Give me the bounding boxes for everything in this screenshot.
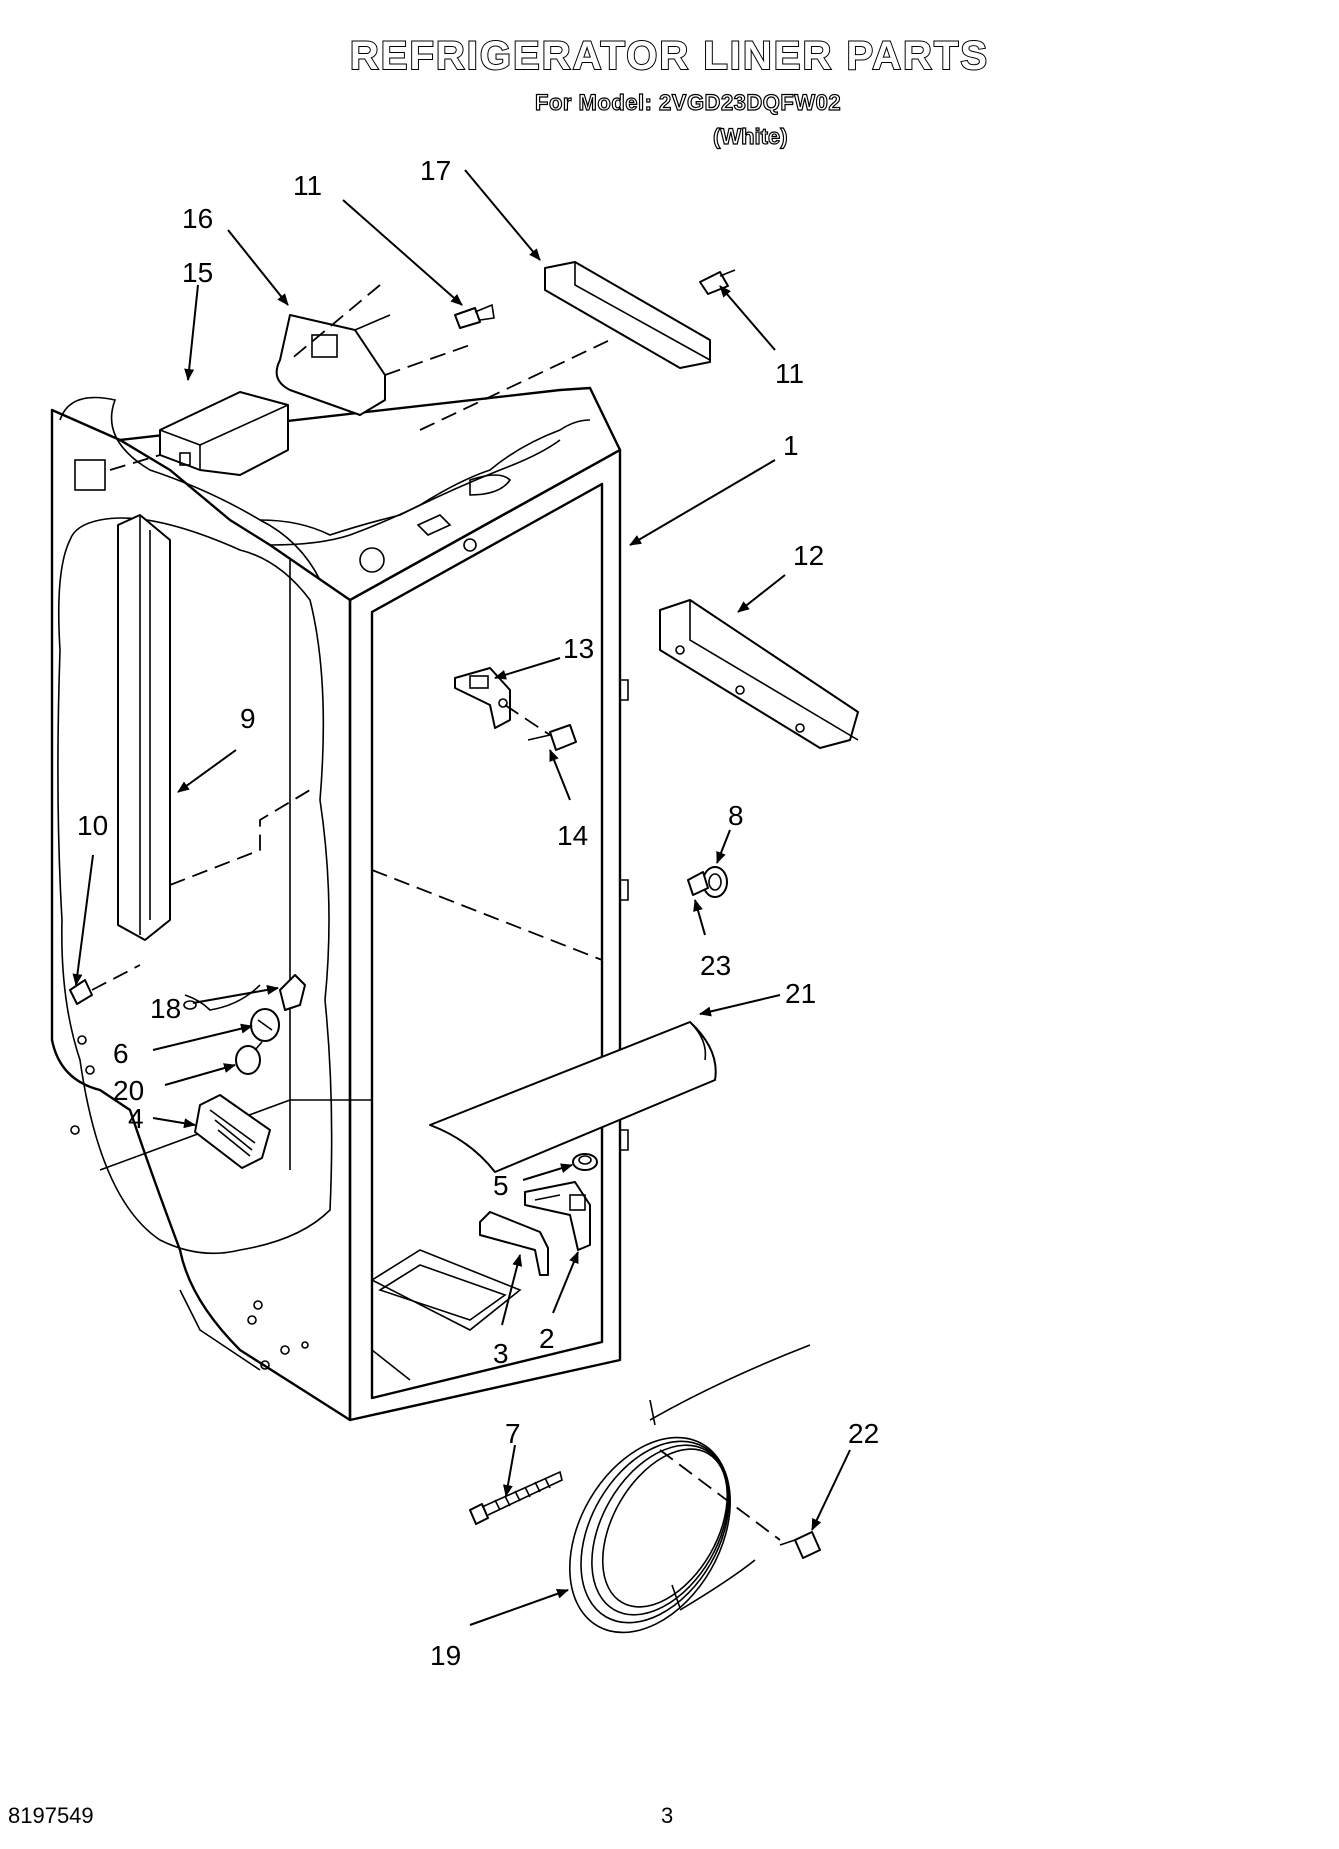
callout-8: 8	[728, 800, 744, 831]
callout-4: 4	[128, 1103, 144, 1134]
part-4-vent	[194, 1094, 271, 1169]
callout-21: 21	[785, 978, 816, 1009]
callout-7: 7	[505, 1418, 521, 1449]
part-10-screw	[69, 979, 93, 1005]
page-title: REFRIGERATOR LINER PARTS	[349, 33, 990, 79]
page-number: 3	[661, 1803, 674, 1828]
callout-12: 12	[793, 540, 824, 571]
liner-body	[50, 386, 629, 1422]
callout-22: 22	[848, 1418, 879, 1449]
part-17-rail	[544, 261, 711, 369]
callout-labels: 11 17 16 15 11 1 12 13 9 14 10 8 23 21 1…	[77, 155, 879, 1671]
part-16-bracket	[275, 314, 391, 416]
part-5-plug	[572, 1153, 598, 1171]
callout-10: 10	[77, 810, 108, 841]
part-14-screw	[527, 724, 577, 751]
callout-9: 9	[240, 703, 256, 734]
color-label: (White)	[712, 123, 788, 149]
callout-1: 1	[783, 430, 799, 461]
callout-17: 17	[420, 155, 451, 186]
part-7-cable-tie	[469, 1470, 563, 1525]
callout-6: 6	[113, 1038, 129, 1069]
callout-15: 15	[182, 257, 213, 288]
part-18-thermostat-clip	[183, 974, 306, 1011]
part-23-screw	[687, 871, 709, 896]
part-11-screw-b	[699, 269, 736, 295]
callout-14: 14	[557, 820, 588, 851]
callout-19: 19	[430, 1640, 461, 1671]
leader-lines	[72, 169, 851, 1626]
callout-5: 5	[493, 1170, 509, 1201]
callout-13: 13	[563, 633, 594, 664]
part-20-bulb	[235, 1041, 263, 1075]
part-15-module	[159, 391, 289, 476]
callout-18: 18	[150, 993, 181, 1024]
part-3-bracket	[479, 1211, 549, 1276]
callout-20: 20	[113, 1075, 144, 1106]
part-13-bracket	[454, 667, 511, 729]
part-12-bracket	[659, 599, 859, 749]
part-11-screw-a	[454, 303, 495, 329]
part-9-shelf-track	[117, 514, 171, 941]
callout-16: 16	[182, 203, 213, 234]
part-2-bracket	[524, 1181, 591, 1251]
callout-23: 23	[700, 950, 731, 981]
callout-11-top: 11	[293, 170, 322, 201]
callout-11-right: 11	[775, 358, 804, 389]
model-label: For Model: 2VGD23DQFW02	[534, 89, 842, 115]
part-21-cover	[429, 1021, 717, 1173]
part-19-tubing-coil	[569, 1344, 811, 1634]
document-number: 8197549	[8, 1803, 94, 1828]
callout-2: 2	[539, 1323, 555, 1354]
callout-3: 3	[493, 1338, 509, 1369]
part-22-screw	[779, 1531, 821, 1559]
part-6-knob	[250, 1008, 280, 1042]
